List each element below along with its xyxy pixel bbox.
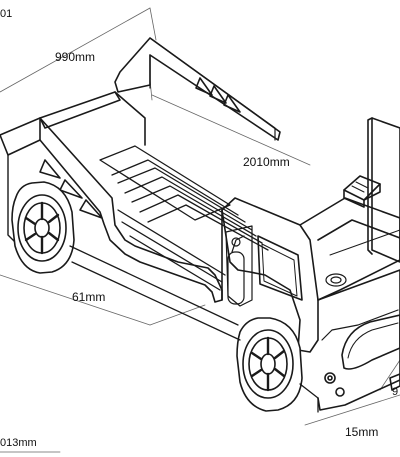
- cab-window: [257, 235, 303, 301]
- dimension-line-bottom-left: [0, 274, 151, 326]
- side-vent-3: [79, 199, 103, 219]
- dimension-lines: [0, 7, 400, 453]
- side-vent-2: [59, 179, 83, 199]
- width-dimension-label: 990mm: [55, 50, 96, 64]
- roof-light: [343, 175, 381, 201]
- corner-label-bottom-left: 013mm: [0, 437, 37, 449]
- front-panel: [317, 269, 400, 411]
- top-rail: [39, 91, 121, 129]
- side-vent-1: [39, 159, 61, 179]
- dimension-line-width: [0, 7, 151, 93]
- front-bolt-icon: [324, 372, 336, 384]
- grille-oval: [341, 314, 400, 370]
- dimension-line-front: [304, 394, 400, 426]
- bottom-edge-dimension-label: 61mm: [72, 290, 106, 304]
- length-dimension-label: 2010mm: [243, 155, 290, 169]
- headlight-icon: [325, 273, 347, 287]
- back-vent-3: [223, 94, 241, 113]
- corner-label-top-left: 01: [0, 8, 13, 20]
- front-dimension-label: 15mm: [345, 425, 379, 439]
- cab-rear-wall: [371, 117, 400, 263]
- bed-slats: [99, 145, 269, 291]
- extinguisher-icon: [227, 235, 245, 305]
- back-vent-2: [209, 85, 227, 104]
- back-vent-1: [195, 77, 213, 96]
- dimension-line-length: [151, 94, 311, 166]
- rear-wheel: [11, 181, 75, 274]
- front-wheel: [236, 317, 303, 412]
- hood-panel: [299, 197, 400, 301]
- right-edge-label: 9: [392, 386, 399, 398]
